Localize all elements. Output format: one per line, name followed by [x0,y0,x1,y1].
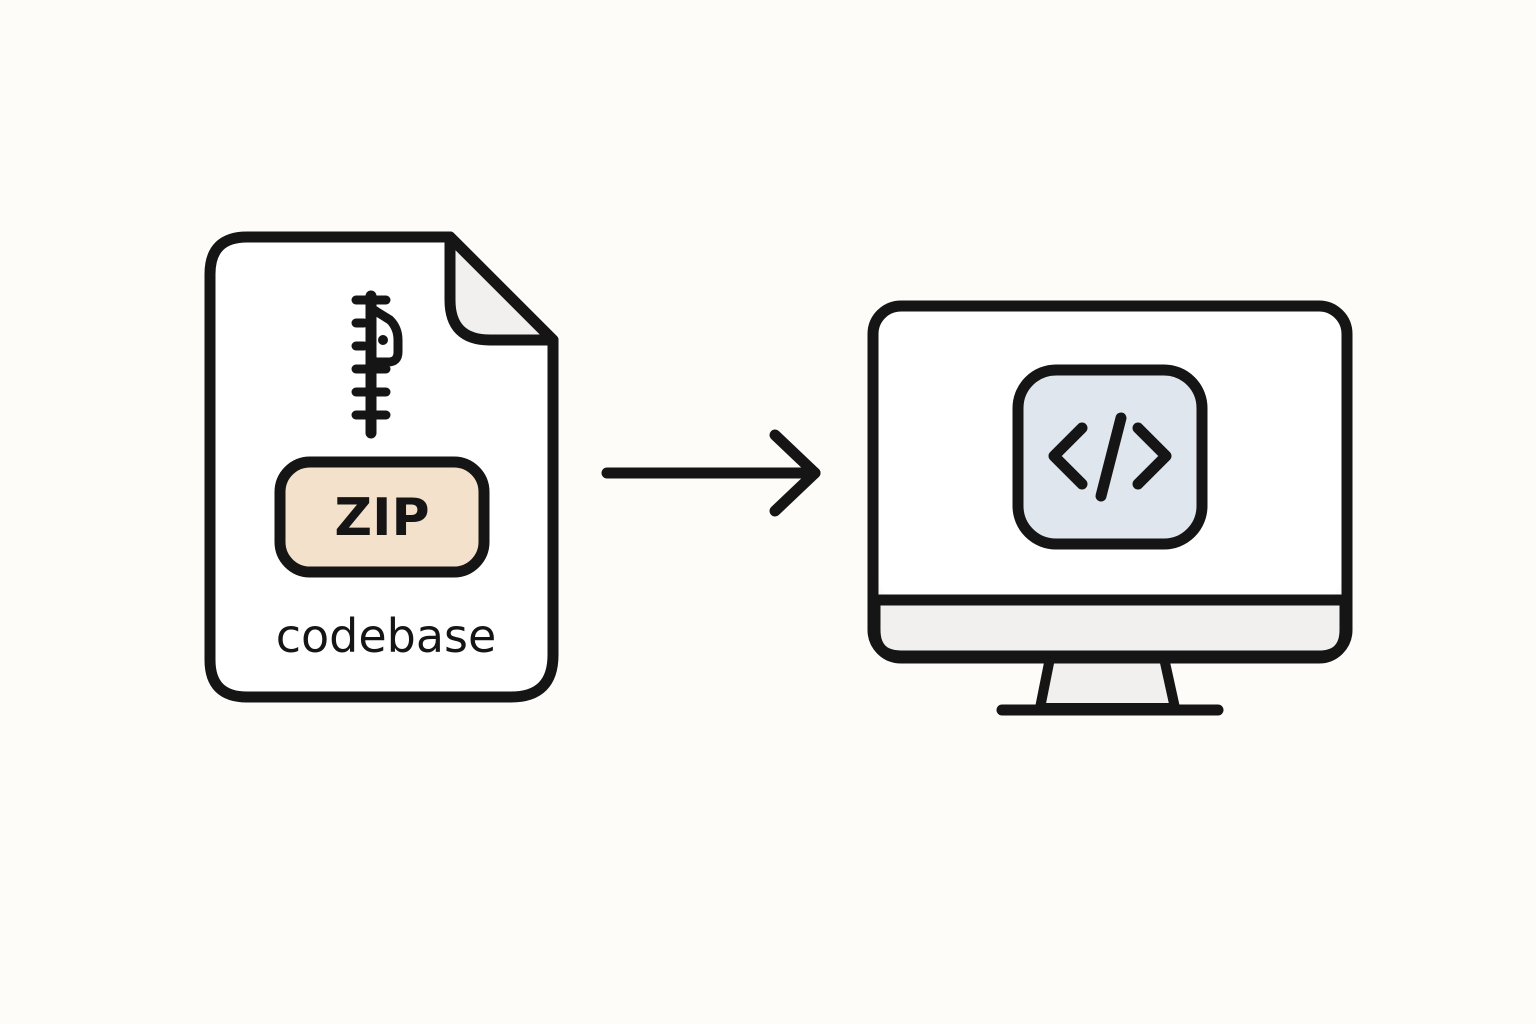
zip-badge [274,456,490,578]
monitor-icon [867,300,1353,716]
monitor-frame [867,300,1353,664]
zip-badge-text: ZIP [334,488,429,548]
code-brackets-icon [1048,412,1172,502]
arrow-right-icon [601,429,821,517]
file-label: codebase [276,609,497,663]
zipper-icon [351,290,403,439]
monitor-stand [1035,653,1180,713]
folded-corner [444,231,559,346]
zip-file-icon: ZIP codebase [204,231,559,703]
monitor-chin [869,594,1351,662]
